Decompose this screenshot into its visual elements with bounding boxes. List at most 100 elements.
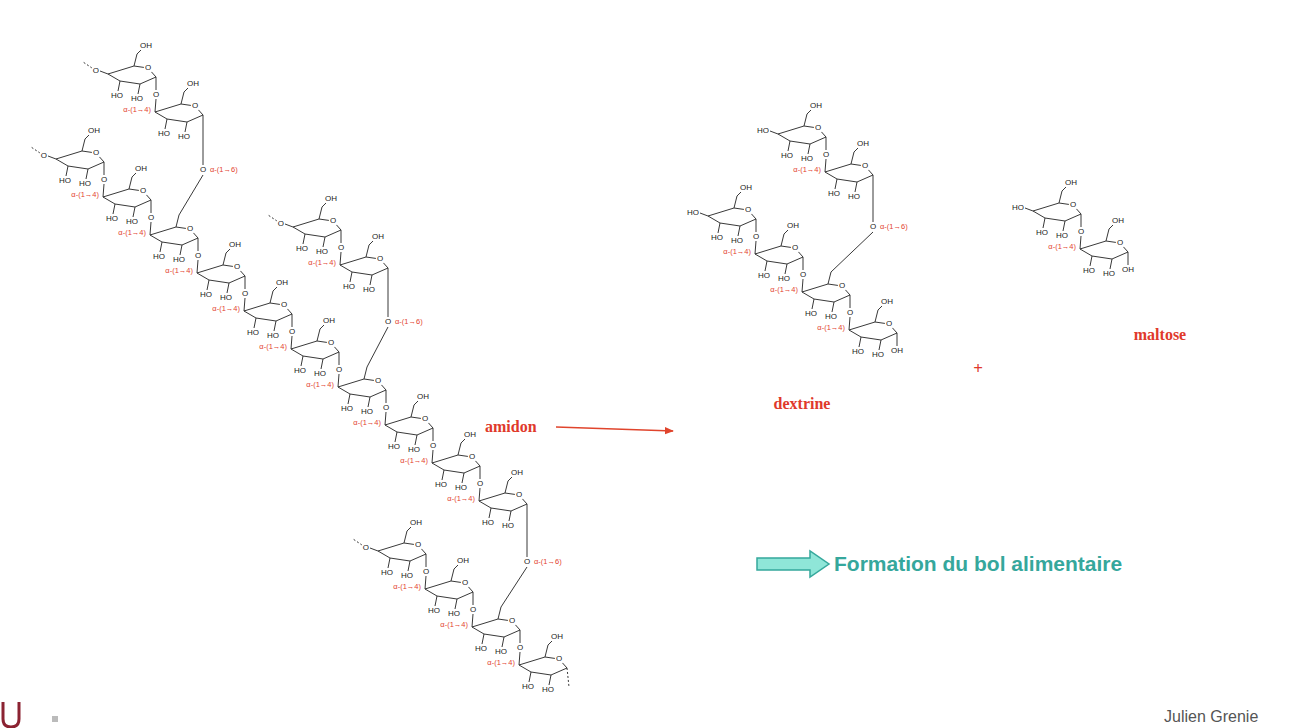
- hydroxyl-label: OH: [1121, 266, 1135, 274]
- ring-oxygen-label: O: [468, 453, 476, 461]
- glycosidic-oxygen: O: [100, 176, 108, 184]
- glycosidic-oxygen: O: [384, 318, 392, 326]
- ring-oxygen-label: O: [885, 320, 893, 328]
- bond-line: [386, 390, 387, 403]
- bond-line: [48, 156, 56, 159]
- bond-line: [455, 599, 457, 609]
- bond-line: [549, 675, 551, 685]
- ring-oxygen-label: O: [327, 339, 335, 347]
- bond-line: [303, 234, 305, 244]
- hydroxyl-label: OH: [809, 102, 823, 110]
- hydroxyl-label: OH: [463, 431, 477, 439]
- hydroxyl-label: OH: [880, 298, 894, 306]
- bond-line: [82, 139, 85, 151]
- bond-line: [826, 137, 827, 150]
- bond-line: [150, 222, 151, 235]
- glycosidic-oxygen: O: [469, 606, 477, 614]
- bond-line: [458, 443, 461, 455]
- bond-line: [180, 245, 182, 255]
- glycosidic-oxygen: O: [523, 558, 531, 566]
- glycosidic-oxygen: O: [1077, 228, 1085, 236]
- glycosidic-oxygen: O: [337, 244, 345, 252]
- ring-oxygen-label: O: [744, 206, 752, 214]
- hydroxyl-label: HO: [686, 209, 700, 217]
- bond-line: [473, 592, 474, 605]
- bond-line: [270, 291, 273, 303]
- hydroxyl-label: HO: [362, 286, 376, 294]
- hydroxyl-label: HO: [427, 607, 441, 615]
- bond-line: [348, 394, 350, 404]
- bond-line: [370, 548, 378, 551]
- hydroxyl-label: OH: [322, 317, 336, 325]
- logo-dot: [52, 716, 58, 722]
- bond-line: [156, 77, 157, 90]
- hydroxyl-label: HO: [1011, 204, 1025, 212]
- continuation-bond: [353, 539, 362, 545]
- bond-line: [875, 310, 878, 322]
- hydroxyl-label: HO: [447, 610, 461, 618]
- block-arrow: [757, 551, 829, 577]
- bond-line: [151, 200, 152, 213]
- bond-line: [185, 122, 187, 132]
- bond-line: [323, 237, 325, 247]
- hydroxyl-label: HO: [1102, 270, 1116, 278]
- oxygen-label: O: [277, 220, 285, 228]
- glycosidic-oxygen: O: [516, 644, 524, 652]
- bond-line: [388, 268, 389, 317]
- bond-line: [849, 317, 850, 330]
- bond-line: [897, 333, 898, 346]
- hydroxyl-label: HO: [777, 275, 791, 283]
- ring-oxygen-label: O: [233, 263, 241, 271]
- bond-line: [808, 144, 810, 154]
- bond-line: [755, 241, 756, 254]
- glycosidic-oxygen: O: [147, 214, 155, 222]
- glycosidic-oxygen: O: [199, 166, 207, 174]
- bond-line: [785, 264, 787, 274]
- bond-line: [408, 561, 410, 571]
- bond-line: [802, 279, 803, 292]
- bond-line: [472, 614, 473, 627]
- hydroxyl-label: HO: [177, 133, 191, 141]
- ring-oxygen-label: O: [329, 217, 337, 225]
- bond-line: [734, 196, 737, 208]
- hydroxyl-label: OH: [139, 42, 153, 50]
- ring-oxygen-label: O: [555, 655, 563, 663]
- glycosidic-oxygen: O: [476, 480, 484, 488]
- hydroxyl-label: HO: [125, 218, 139, 226]
- hydroxyl-label: HO: [219, 294, 233, 302]
- bond-line: [244, 298, 245, 311]
- bond-line: [520, 630, 521, 643]
- molecule-name: maltose: [1133, 327, 1187, 343]
- ring-oxygen-label: O: [461, 579, 469, 587]
- linkage-label: α-(1→4): [70, 191, 100, 199]
- hydroxyl-label: HO: [474, 645, 488, 653]
- ring-oxygen-label: O: [280, 301, 288, 309]
- bond-line: [1043, 218, 1045, 228]
- linkage-label: α-(1→4): [211, 305, 241, 313]
- linkage-label: α-(1→4): [164, 267, 194, 275]
- ring-oxygen-label: O: [186, 225, 194, 233]
- bond-line: [179, 175, 203, 215]
- bond-line: [482, 634, 484, 644]
- bond-line: [462, 473, 464, 483]
- hydroxyl-label: OH: [275, 279, 289, 287]
- bond-line: [129, 177, 132, 189]
- bond-line: [831, 232, 873, 272]
- bond-line: [828, 272, 831, 284]
- hydroxyl-label: OH: [134, 165, 148, 173]
- bond-line: [1090, 256, 1092, 266]
- hydroxyl-label: HO: [295, 245, 309, 253]
- hydroxyl-label: OH: [856, 140, 870, 148]
- hydroxyl-label: HO: [434, 481, 448, 489]
- bond-line: [388, 558, 390, 568]
- bond-line: [1059, 191, 1062, 203]
- bond-line: [165, 119, 167, 129]
- bond-line: [1106, 229, 1109, 241]
- bond-line: [480, 466, 481, 479]
- ring-oxygen-label: O: [414, 541, 422, 549]
- hydroxyl-label: HO: [521, 683, 535, 691]
- bond-line: [254, 318, 256, 328]
- bond-line: [850, 295, 851, 308]
- hydroxyl-label: HO: [380, 569, 394, 577]
- hydroxyl-label: HO: [1082, 267, 1096, 275]
